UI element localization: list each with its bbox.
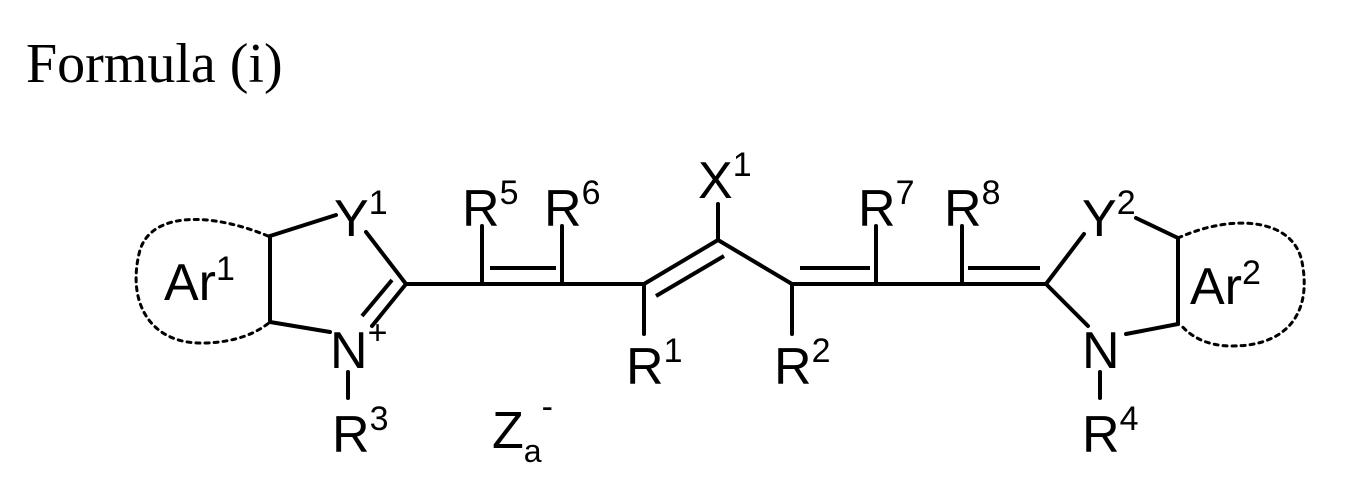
- substituent-r1: R1: [626, 332, 682, 396]
- substituent-r8: R8: [944, 174, 1000, 238]
- atom-n: N: [1082, 322, 1120, 380]
- substituent-r3: R3: [332, 400, 388, 464]
- substituent-r2: R2: [774, 332, 830, 396]
- bond-y2-ar2-top: [1136, 218, 1178, 238]
- atom-y1: Y1: [334, 184, 388, 248]
- bond-n2-ar2-bottom: [1126, 324, 1178, 334]
- atom-y2: Y2: [1082, 184, 1136, 248]
- bond-cx-cd: [718, 240, 792, 284]
- bond-c2r-n2: [1046, 284, 1088, 326]
- bond-c2-n1-double: [362, 280, 392, 316]
- bond-cc-cx-double: [656, 256, 724, 296]
- atom-x1: X1: [698, 146, 752, 210]
- substituent-r4: R4: [1082, 400, 1138, 464]
- substituent-r6: R6: [544, 174, 600, 238]
- bond-ar1-bottom-n1: [270, 322, 330, 332]
- bond-cc-cx: [644, 240, 718, 284]
- substituent-r7: R7: [858, 174, 914, 238]
- atom-n-plus: N+: [330, 314, 387, 380]
- atom-ar1: Ar1: [164, 250, 235, 312]
- counter-anion-za: Za-: [492, 388, 553, 469]
- bond-y1-c2: [366, 232, 406, 284]
- substituent-r5: R5: [462, 174, 518, 238]
- atom-ar2: Ar2: [1190, 254, 1261, 316]
- bond-c2r-y2: [1046, 234, 1084, 284]
- bond-ar1-top-y1: [270, 215, 336, 236]
